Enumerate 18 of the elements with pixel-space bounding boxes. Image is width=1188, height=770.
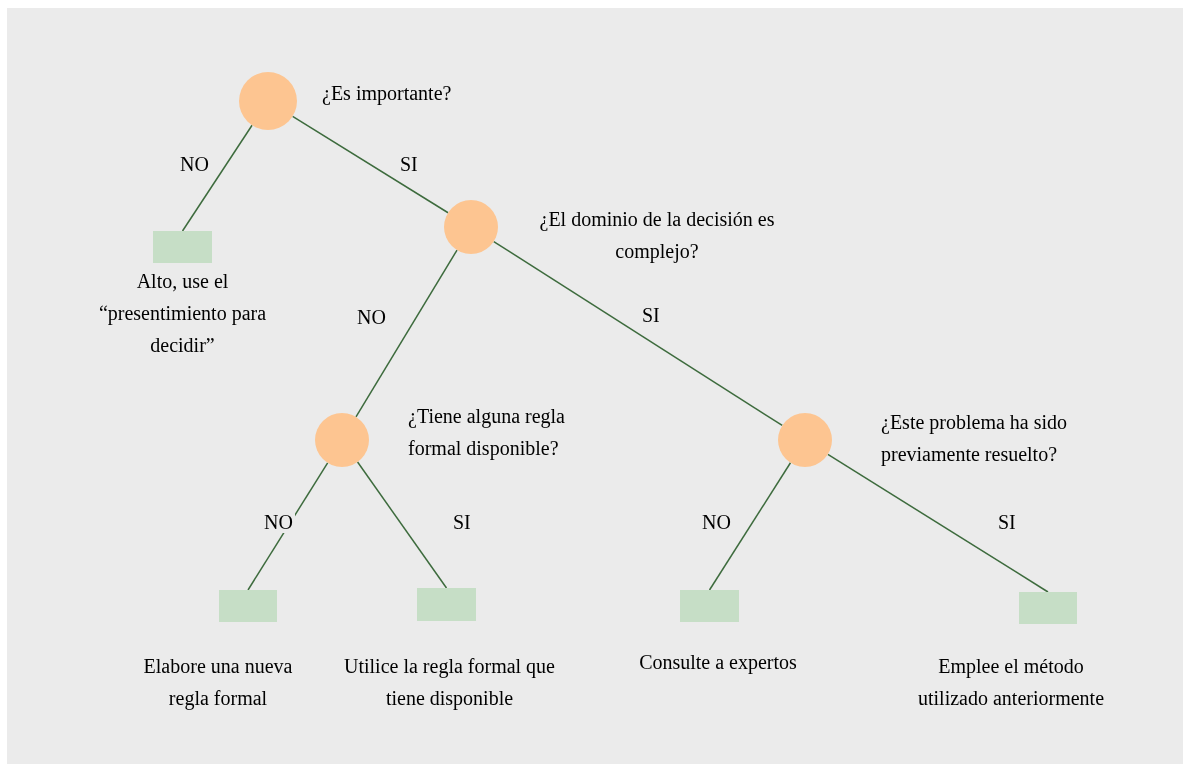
branch-line bbox=[493, 240, 783, 427]
edge-label: NO bbox=[262, 511, 295, 533]
branch-line bbox=[708, 462, 792, 591]
outcome-label: Utilice la regla formal que tiene disponible bbox=[343, 654, 556, 712]
outcome-label: Elabore una nueva regla formal bbox=[142, 654, 294, 712]
question-label: ¿Tiene alguna regla formal disponible? bbox=[408, 404, 566, 462]
question-label: ¿Es importante? bbox=[322, 81, 453, 107]
branch-line bbox=[247, 462, 329, 591]
branch-line bbox=[356, 461, 448, 589]
outcome-label: Emplee el método utilizado anteriormente bbox=[916, 654, 1105, 711]
branch-line bbox=[355, 249, 458, 418]
question-label: ¿Este problema ha sido previamente resuelto? bbox=[881, 410, 1069, 468]
outcome-label: Consulte a expertos bbox=[638, 650, 798, 676]
outcome-label: Alto, use el “presentimiento para decidir” bbox=[97, 269, 268, 358]
branch-line bbox=[827, 453, 1049, 593]
branch-line bbox=[181, 124, 253, 232]
question-label: ¿El dominio de la decisión es complejo? bbox=[538, 207, 776, 265]
branch-line bbox=[291, 115, 449, 214]
